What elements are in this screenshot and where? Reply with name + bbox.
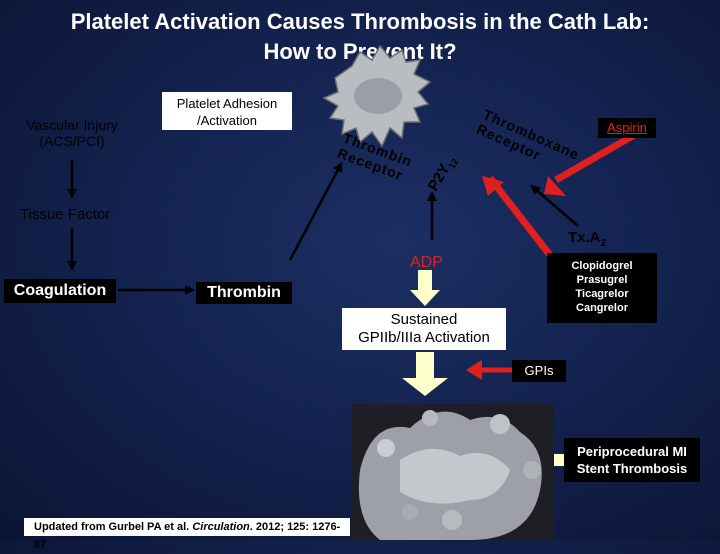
coagulation-box: Coagulation [4,279,116,303]
arrow-thrombin-to-thrombin-receptor [288,161,343,261]
sustained-activation-box: Sustained GPIIb/IIIa Activation [342,308,506,350]
citation-box: Updated from Gurbel PA et al. Circulatio… [24,518,350,551]
txa2-main: Tx.A [568,229,601,246]
aspirin-inhibition-arrow [554,130,638,184]
txa2-sub: 2 [600,238,607,249]
platelet-adhesion-line1: Platelet Adhesion [176,96,278,111]
tissue-factor-label: Tissue Factor [20,206,111,223]
p2y12-receptor-label: P2Y12 [425,152,461,195]
citation-journal: Circulation [192,521,250,533]
slide-title-line1: Platelet Activation Causes Thrombosis in… [70,9,650,34]
thrombin-box: Thrombin [196,282,292,304]
txa2-label: Tx.A2 [568,229,606,249]
platelet-aggregate-image [352,404,554,540]
aspirin-box: Aspirin [598,118,656,138]
platelet-adhesion-box: Platelet Adhesion /Activation [162,92,292,130]
drug-prasugrel: Prasugrel [576,274,628,286]
drug-clopidogrel: Clopidogrel [571,260,633,272]
thromboxane-receptor-label: Thromboxane Receptor [474,106,582,163]
sustained-line1: Sustained [390,311,458,328]
outcome-periprocedural-mi: Periprocedural MI [577,444,687,459]
sustained-line2: GPIIb/IIIa Activation [358,329,490,346]
vascular-injury-line1: Vascular Injury [26,117,118,133]
vascular-injury-label: Vascular Injury (ACS/PCI) [22,117,122,149]
svg-text:P2Y12: P2Y12 [425,152,461,195]
gpis-box: GPIs [512,360,566,382]
p2y12-inhibitors-box: Clopidogrel Prasugrel Ticagrelor Cangrel… [547,253,657,323]
outcomes-box: Periprocedural MI Stent Thrombosis [564,438,700,482]
arrow-adp-to-sustained [410,270,440,306]
citation-prefix: Updated from Gurbel PA et al. [34,521,190,533]
outcome-stent-thrombosis: Stent Thrombosis [576,461,688,476]
activated-platelet-image [322,44,432,148]
arrow-txa2-to-thromboxane-receptor [530,184,579,227]
adp-label: ADP [410,254,443,271]
vascular-injury-line2: (ACS/PCI) [39,133,105,149]
drug-cangrelor: Cangrelor [576,302,628,314]
drug-ticagrelor: Ticagrelor [575,288,629,300]
arrow-sustained-to-aggregation [402,352,448,396]
platelet-adhesion-line2: /Activation [197,113,257,128]
